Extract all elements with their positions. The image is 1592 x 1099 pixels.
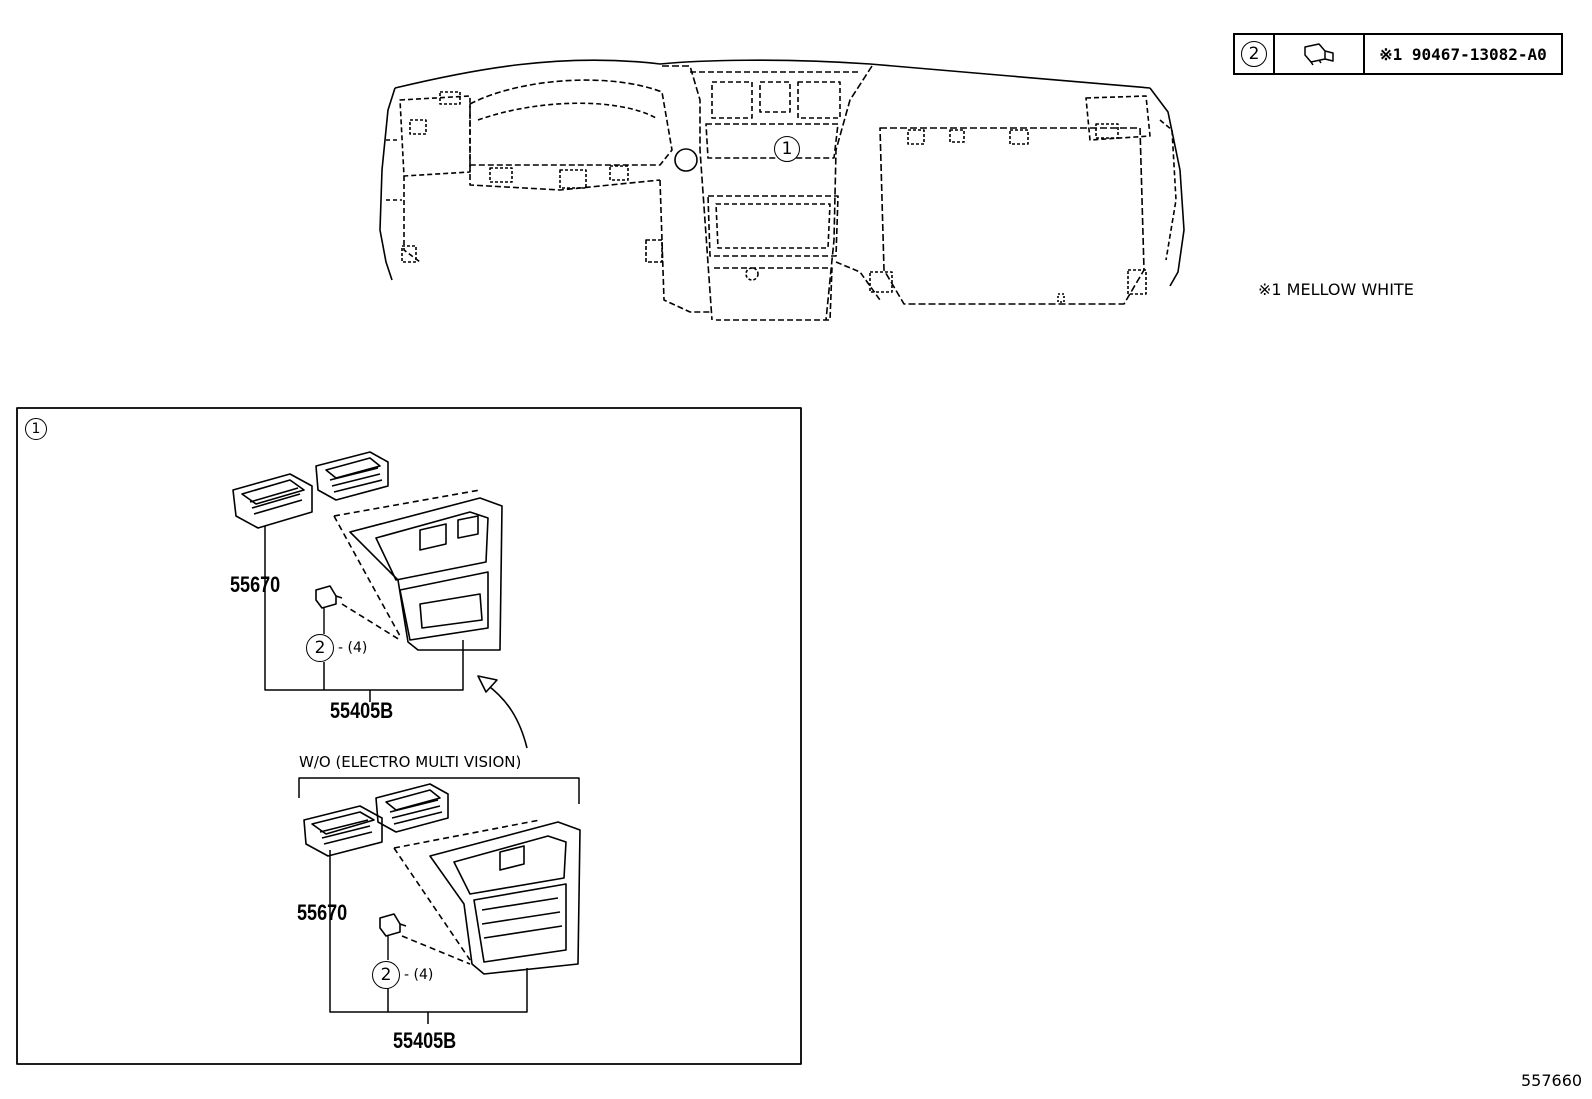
condition-bracket	[298, 777, 580, 804]
detail-box-callout-label: 1	[31, 421, 41, 437]
lower-clip-quantity: - (4)	[404, 967, 434, 983]
upper-clip-illustration	[315, 585, 343, 609]
upper-vent-part-number: 55670	[230, 572, 281, 597]
upper-panel-illustration	[333, 489, 503, 651]
lower-clip-illustration	[379, 913, 407, 937]
detail-box-callout: 1	[25, 418, 47, 440]
upper-clip-quantity: - (4)	[338, 640, 368, 656]
legend-table: 2 ※1 90467-13082-A0	[1233, 33, 1563, 75]
color-note: ※1 MELLOW WHITE	[1258, 280, 1414, 299]
detail-box-frame	[16, 407, 802, 1065]
legend-callout-cell: 2	[1235, 35, 1275, 73]
clip-icon	[1304, 43, 1334, 66]
upper-clip-callout-label: 2	[314, 637, 326, 658]
upper-vent-illustration	[232, 451, 389, 529]
arrow-icon	[485, 683, 528, 749]
lower-panel-part-number: 55405B	[393, 1028, 457, 1053]
instrument-panel-illustration	[379, 59, 1185, 321]
callout-main: 1	[774, 136, 800, 162]
diagram-id: 557660	[1521, 1071, 1583, 1090]
upper-panel-part-number: 55405B	[330, 698, 394, 723]
callout-circle: 2	[1241, 41, 1267, 67]
lower-clip-callout-label: 2	[380, 964, 392, 985]
condition-label: W/O (ELECTRO MULTI VISION)	[299, 753, 522, 771]
lower-vent-illustration	[303, 783, 449, 857]
lower-vent-part-number: 55670	[297, 900, 348, 925]
lower-clip-callout: 2	[372, 961, 400, 989]
legend-callout: 2	[1248, 44, 1260, 64]
callout-main-label: 1	[781, 138, 793, 159]
legend-icon-cell	[1275, 35, 1365, 73]
lower-panel-illustration	[393, 819, 581, 975]
legend-part-number: ※1 90467-13082-A0	[1379, 44, 1547, 64]
upper-clip-callout: 2	[306, 634, 334, 662]
